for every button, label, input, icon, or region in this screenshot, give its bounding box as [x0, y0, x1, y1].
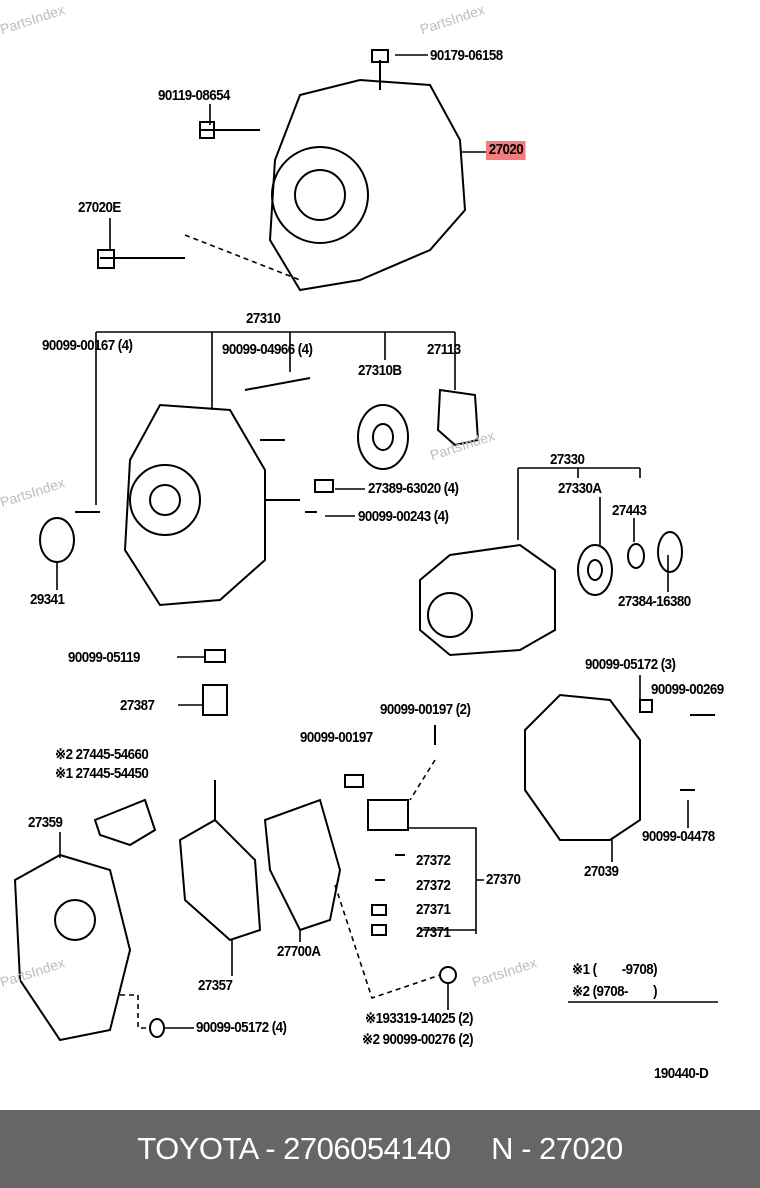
part-label[interactable]: ※1 27445-54450 — [55, 766, 149, 782]
part-label[interactable]: 27330A — [558, 481, 602, 497]
legend-note: ※2 (9708- ) — [572, 984, 658, 1000]
part-label[interactable]: 27372 — [416, 853, 451, 869]
part-label[interactable]: 90119-08654 — [158, 88, 230, 104]
part-label[interactable]: ※2 27445-54660 — [55, 747, 149, 763]
part-label[interactable]: 90179-06158 — [430, 48, 503, 64]
part-label[interactable]: 90099-05172 (4) — [196, 1020, 287, 1036]
part-label[interactable]: 27443 — [612, 503, 647, 519]
part-label[interactable]: 27113 — [427, 342, 461, 358]
part-label-highlighted[interactable]: 27020 — [486, 141, 526, 160]
part-label[interactable]: 90099-00243 (4) — [358, 509, 449, 525]
part-label[interactable]: 27371 — [416, 902, 451, 918]
parts-drawing — [13, 49, 718, 1042]
footer-banner: TOYOTA - 2706054140 N - 27020 — [0, 1110, 760, 1188]
diagram-code: 190440-D — [654, 1066, 709, 1082]
regulator-rectifier-frame — [13, 780, 457, 1042]
part-label[interactable]: 27370 — [486, 872, 521, 888]
part-label[interactable]: 27387 — [120, 698, 155, 714]
part-label[interactable]: 27700A — [277, 944, 321, 960]
part-label[interactable]: 90099-00167 (4) — [42, 338, 133, 354]
part-label[interactable]: 90099-05172 (3) — [585, 657, 676, 673]
part-label[interactable]: 27310B — [358, 363, 402, 379]
footer-part-info: TOYOTA - 2706054140 N - 27020 — [137, 1131, 623, 1166]
part-label[interactable]: 90099-04478 — [642, 829, 715, 845]
brush-holder — [344, 725, 436, 936]
part-label[interactable]: 90099-04966 (4) — [222, 342, 313, 358]
part-label[interactable]: 90099-00269 — [651, 682, 724, 698]
legend-note: ※1 ( -9708) — [572, 962, 658, 978]
part-label[interactable]: 90099-05119 — [68, 650, 140, 666]
part-label[interactable]: 90099-00197 (2) — [380, 702, 471, 718]
part-label[interactable]: ※2 90099-00276 (2) — [362, 1032, 474, 1048]
part-label[interactable]: 27359 — [28, 815, 63, 831]
part-label[interactable]: ※193319-14025 (2) — [365, 1011, 473, 1027]
part-label[interactable]: 27384-16380 — [618, 594, 691, 610]
part-label[interactable]: 29341 — [30, 592, 65, 608]
part-label[interactable]: 27310 — [246, 311, 281, 327]
part-label[interactable]: 27389-63020 (4) — [368, 481, 459, 497]
part-label[interactable]: 27372 — [416, 878, 451, 894]
parts-diagram: 90179-06158 90119-08654 27020 27020E 273… — [0, 1, 724, 1082]
part-label[interactable]: 27371 — [416, 925, 451, 941]
drive-end-frame — [39, 377, 480, 607]
part-label[interactable]: 90099-00197 — [300, 730, 373, 746]
alternator-assembly — [97, 49, 467, 292]
rotor — [419, 531, 683, 657]
part-label[interactable]: 27330 — [550, 452, 585, 468]
part-label[interactable]: 27039 — [584, 864, 619, 880]
part-label[interactable]: 27357 — [198, 978, 233, 994]
rear-end-cover — [524, 693, 715, 841]
part-label[interactable]: 27020E — [78, 200, 121, 216]
